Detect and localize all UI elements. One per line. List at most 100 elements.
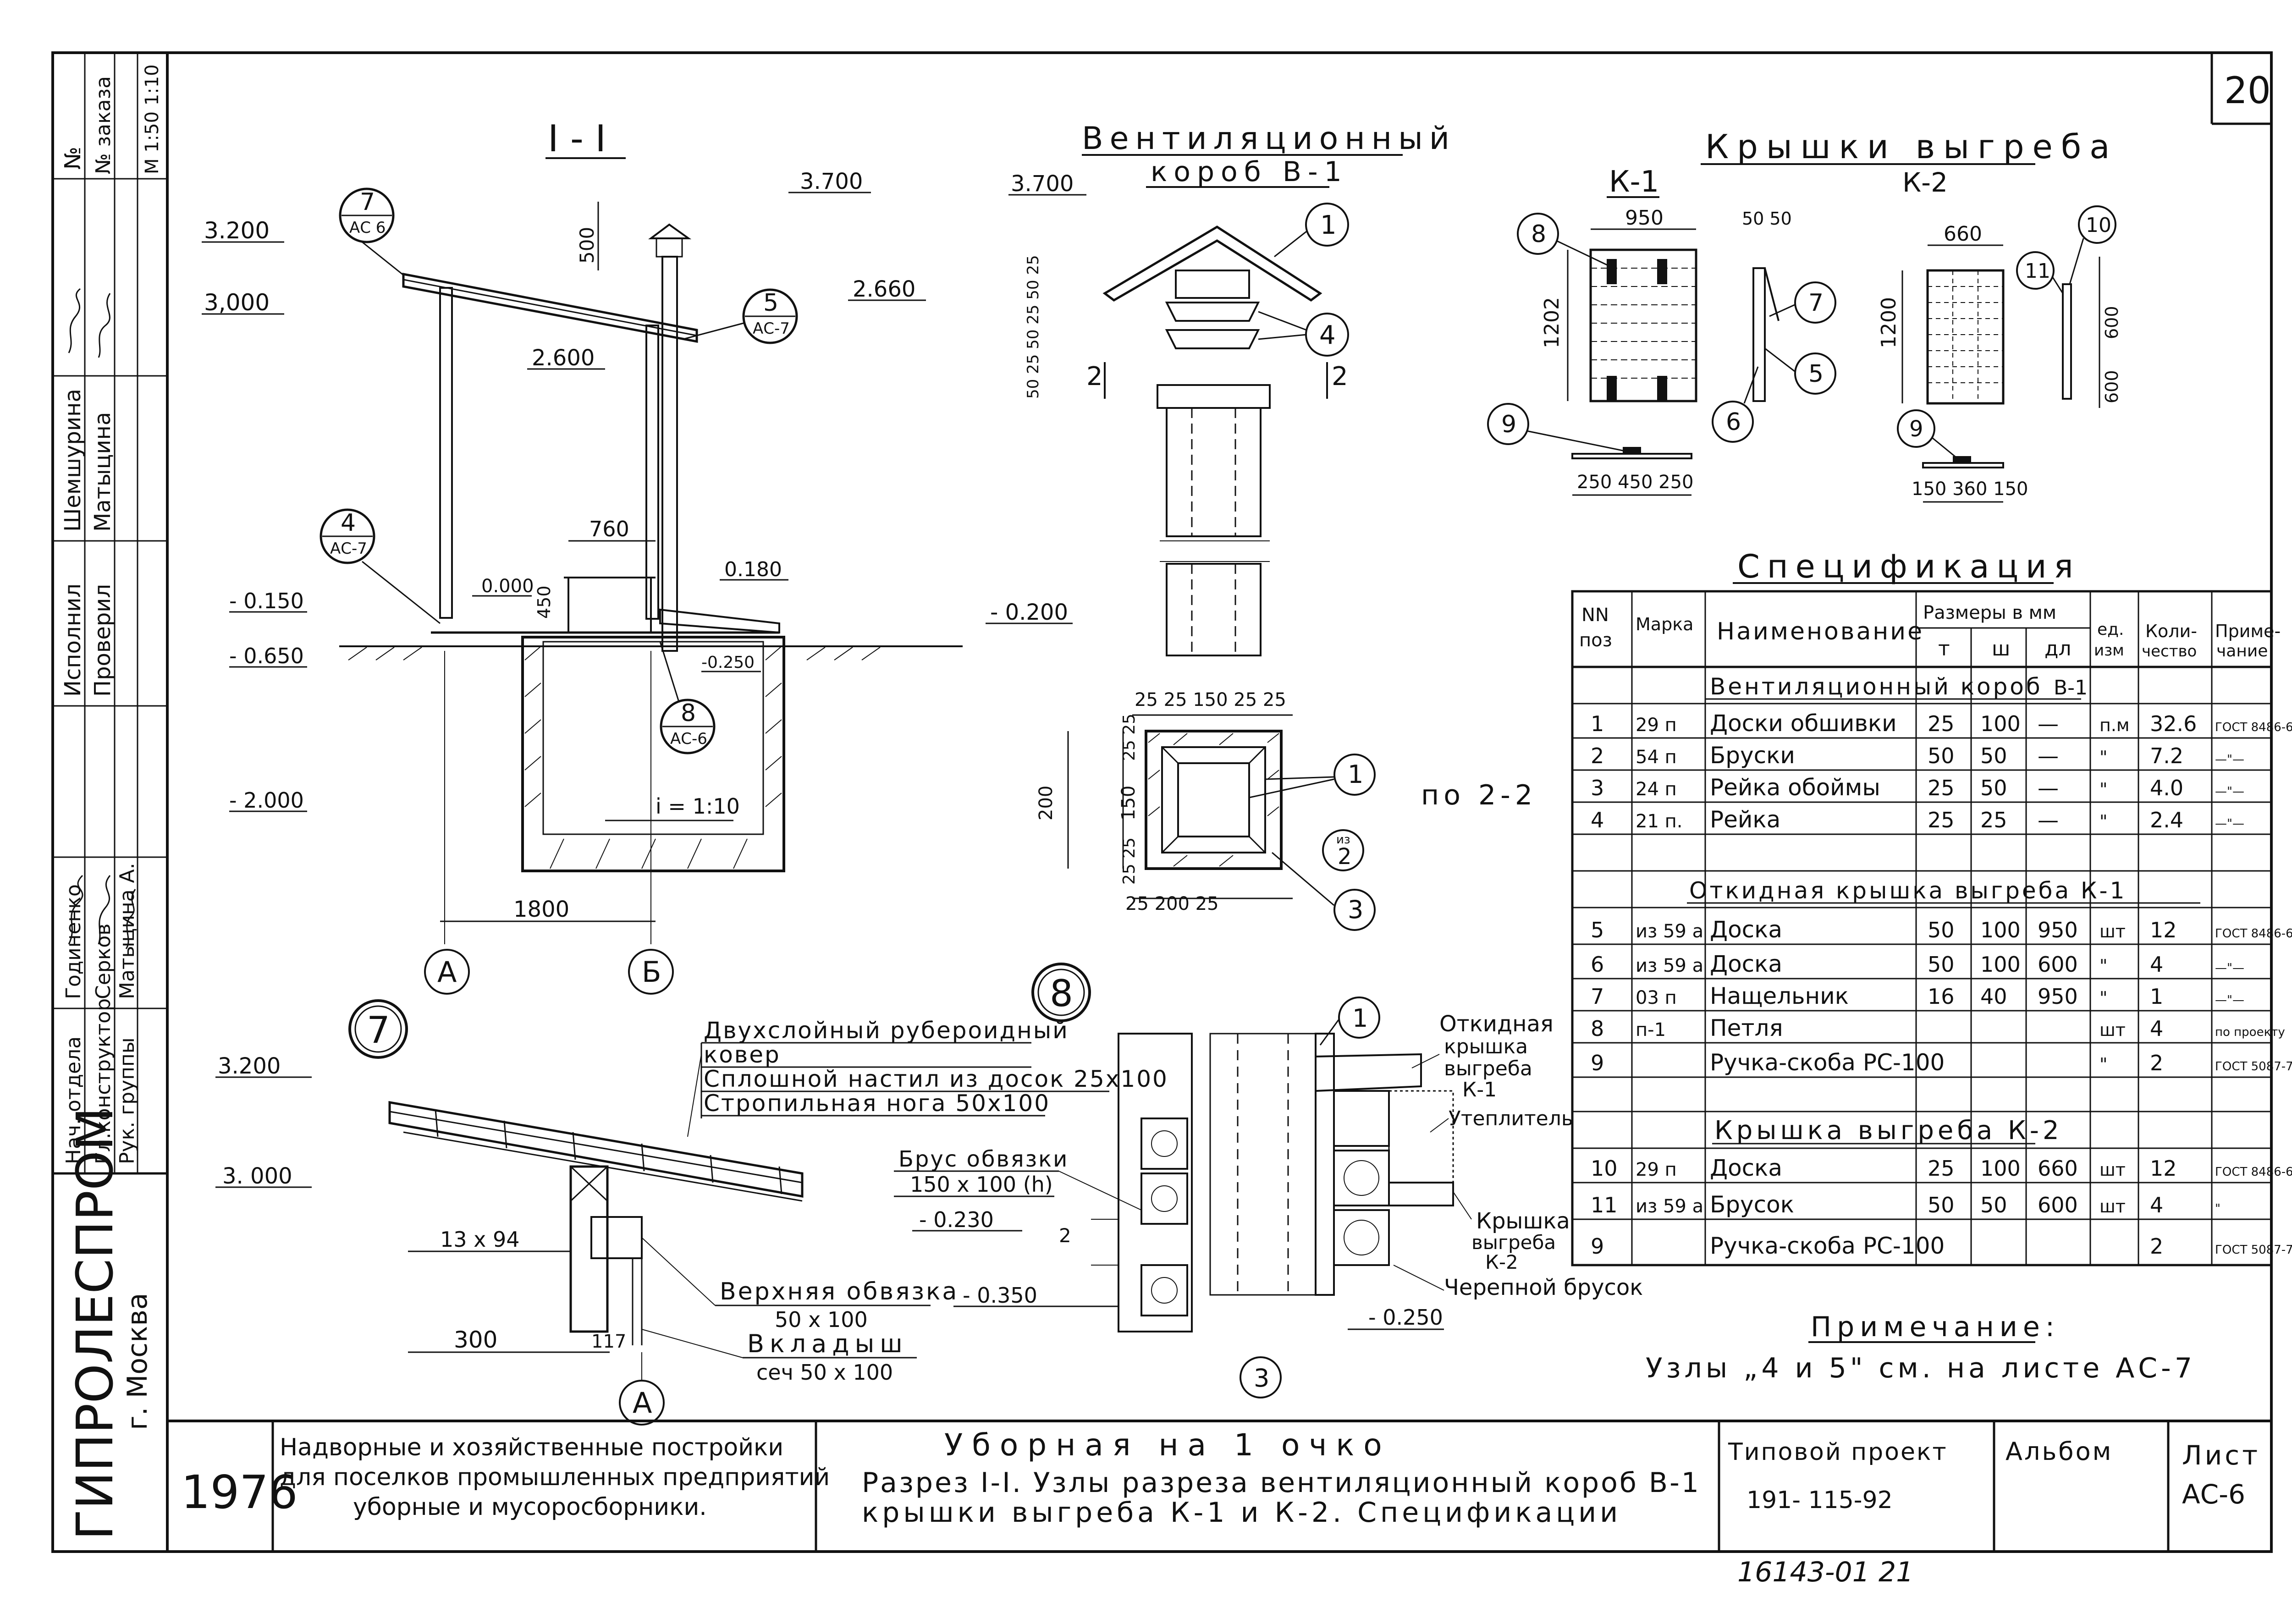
lid-k1-label: К-1 [1609,165,1659,199]
spec-cell-qty: 4 [2150,1016,2163,1041]
strip-name-5: Матыцина [90,412,116,532]
spec-group-3-title: Крышка выгреба К-2 [1714,1116,2063,1145]
project-label: Типовой проект [1728,1438,1948,1466]
spec-cell-poz: 3 [1591,776,1604,800]
section-wall-left [439,287,453,619]
spec-cell-note: —"— [2215,785,2244,798]
spec-cell-t: 50 [1928,1193,1955,1217]
svg-text:АС-7: АС-7 [330,539,367,558]
lid-k2-plan [1926,269,2005,405]
signature-1 [68,875,136,949]
spec-cell-sh: 50 [1980,776,2007,800]
elev-3700: 3.700 [800,169,863,194]
vent-cut-mark-right: 2 [1332,362,1348,391]
spec-cell-name: Рейка обоймы [1710,774,1880,801]
spec-cell-mark: 29 п [1636,1159,1677,1180]
section-1-1: I - I [202,117,963,995]
node-8-beam-label: Брус обвязки [898,1146,1069,1172]
elev-3200: 3.200 [204,217,270,244]
spec-cell-name: Доска [1710,1155,1782,1181]
vent-elev-top: 3.700 [1011,171,1074,197]
spec-cell-poz: 9 [1591,1051,1604,1075]
vent-section-label: по 2-2 [1421,779,1537,811]
node-7-dim-13x94: 13 х 94 [440,1227,520,1252]
spec-cell-t: 16 [1928,984,1955,1009]
spec-cell-qty: 32.6 [2150,711,2197,736]
spec-cell-qty: 4 [2150,1193,2163,1217]
note-title: Примечание: [1811,1311,2060,1343]
album-label: Альбом [2006,1437,2113,1466]
spec-cell-name: Бруски [1710,742,1795,769]
elev-2660: 2.660 [853,276,915,302]
spec-cell-qty: 2 [2150,1051,2163,1075]
elevation-marks: 3.200 3,000 3.700 2.660 2.600 0.180 0.00… [202,169,926,813]
spec-cell-qty: 2 [2150,1234,2163,1259]
vent-dims-vertical: 50 25 50 25 50 25 [1024,255,1042,399]
spec-cell-t: 25 [1928,776,1955,800]
lid-k2-dim-bottom: 150 360 150 [1912,479,2028,500]
album-title-3: уборные и мусоросборники. [353,1493,707,1521]
spec-cell-sh: 100 [1980,1156,2021,1181]
spec-cell-sh: 100 [1980,918,2021,942]
spec-cell-name: Рейка [1710,806,1780,833]
lid-k2-dim-right-2: 600 [2102,370,2122,403]
vent-section-marker-2: 2 [1338,844,1352,870]
node-8-marker-3: 3 [1254,1364,1269,1393]
spec-cell-poz: 8 [1591,1016,1604,1041]
slope-label: i = 1:10 [656,794,740,819]
spec-group-1-suffix: В-1 [2054,676,2088,699]
specification: Спецификация [1571,548,2292,1266]
node-7-layer-2: ковер [704,1041,781,1068]
lid-k1-marker-9: 9 [1501,411,1516,438]
spec-h-unit-1: ед. [2097,620,2124,639]
lid-k1-dim-top: 950 [1625,206,1664,230]
spec-cell-sh: 100 [1980,711,2021,736]
elev-m0650: - 0.650 [229,644,304,668]
spec-cell-poz: 10 [1591,1156,1618,1181]
spec-h-qty-1: Коли- [2145,621,2197,641]
node-8-label-2: крышка [1444,1035,1528,1058]
section-vent-cap [648,223,692,239]
spec-cell-unit: п.м [2099,715,2130,735]
sheet-title-2: Разрез I-I. Узлы разреза вентиляционный … [862,1467,1701,1499]
callout-4: 4 АС-7 [320,508,441,624]
svg-text:АС 6: АС 6 [349,219,386,237]
vent-title-2: короб В-1 [1151,156,1348,188]
vent-section-marker-3: 3 [1348,895,1363,924]
vent-section-dims-top: 25 25 150 25 25 [1135,689,1286,710]
spec-cell-qty: 4.0 [2150,776,2183,800]
spec-cell-sh: 50 [1980,743,2007,768]
spec-group-2-title: Откидная крышка выгреба К-1 [1689,877,2127,904]
elev-3000: 3,000 [204,289,270,316]
elev-2600: 2.600 [532,345,595,371]
svg-text:АС-6: АС-6 [670,730,707,748]
vent-marker-4: 4 [1319,320,1336,350]
spec-cell-dl: 660 [2038,1156,2078,1181]
spec-cell-t: 50 [1928,918,1955,942]
spec-h-sh: ш [1992,637,2010,661]
node-8-label-3: выгреба [1444,1057,1532,1080]
spec-cell-dl: 600 [2038,1193,2078,1217]
section-vent-pipe [661,256,678,652]
strip-order: № заказа [92,76,115,174]
lid-k1-marker-7: 7 [1808,289,1824,317]
lids: Крышки выгреба К-1 К-2 950 1202 50 50 25… [1487,127,2122,503]
lid-k2-dim-left: 1200 [1877,297,1901,348]
svg-text:4: 4 [341,509,356,537]
elev-0180: 0.180 [724,558,782,581]
sheet-title-1: Уборная на 1 очко [944,1427,1391,1463]
node-7-dim-300: 300 [454,1327,497,1353]
spec-cell-note: " [2215,1202,2220,1216]
spec-cell-unit: " [2099,956,2107,976]
spec-cell-qty: 12 [2150,1156,2177,1181]
node-8-elev-m0350: - 0.350 [963,1283,1037,1308]
spec-cell-sh: 100 [1980,952,2021,977]
elev-m0150: - 0.150 [229,589,304,613]
node-8-number: 8 [1050,972,1073,1015]
spec-cell-note: по проекту [2215,1025,2285,1039]
lid-k1-marker-5: 5 [1808,360,1824,388]
spec-cell-qty: 2.4 [2150,808,2183,832]
